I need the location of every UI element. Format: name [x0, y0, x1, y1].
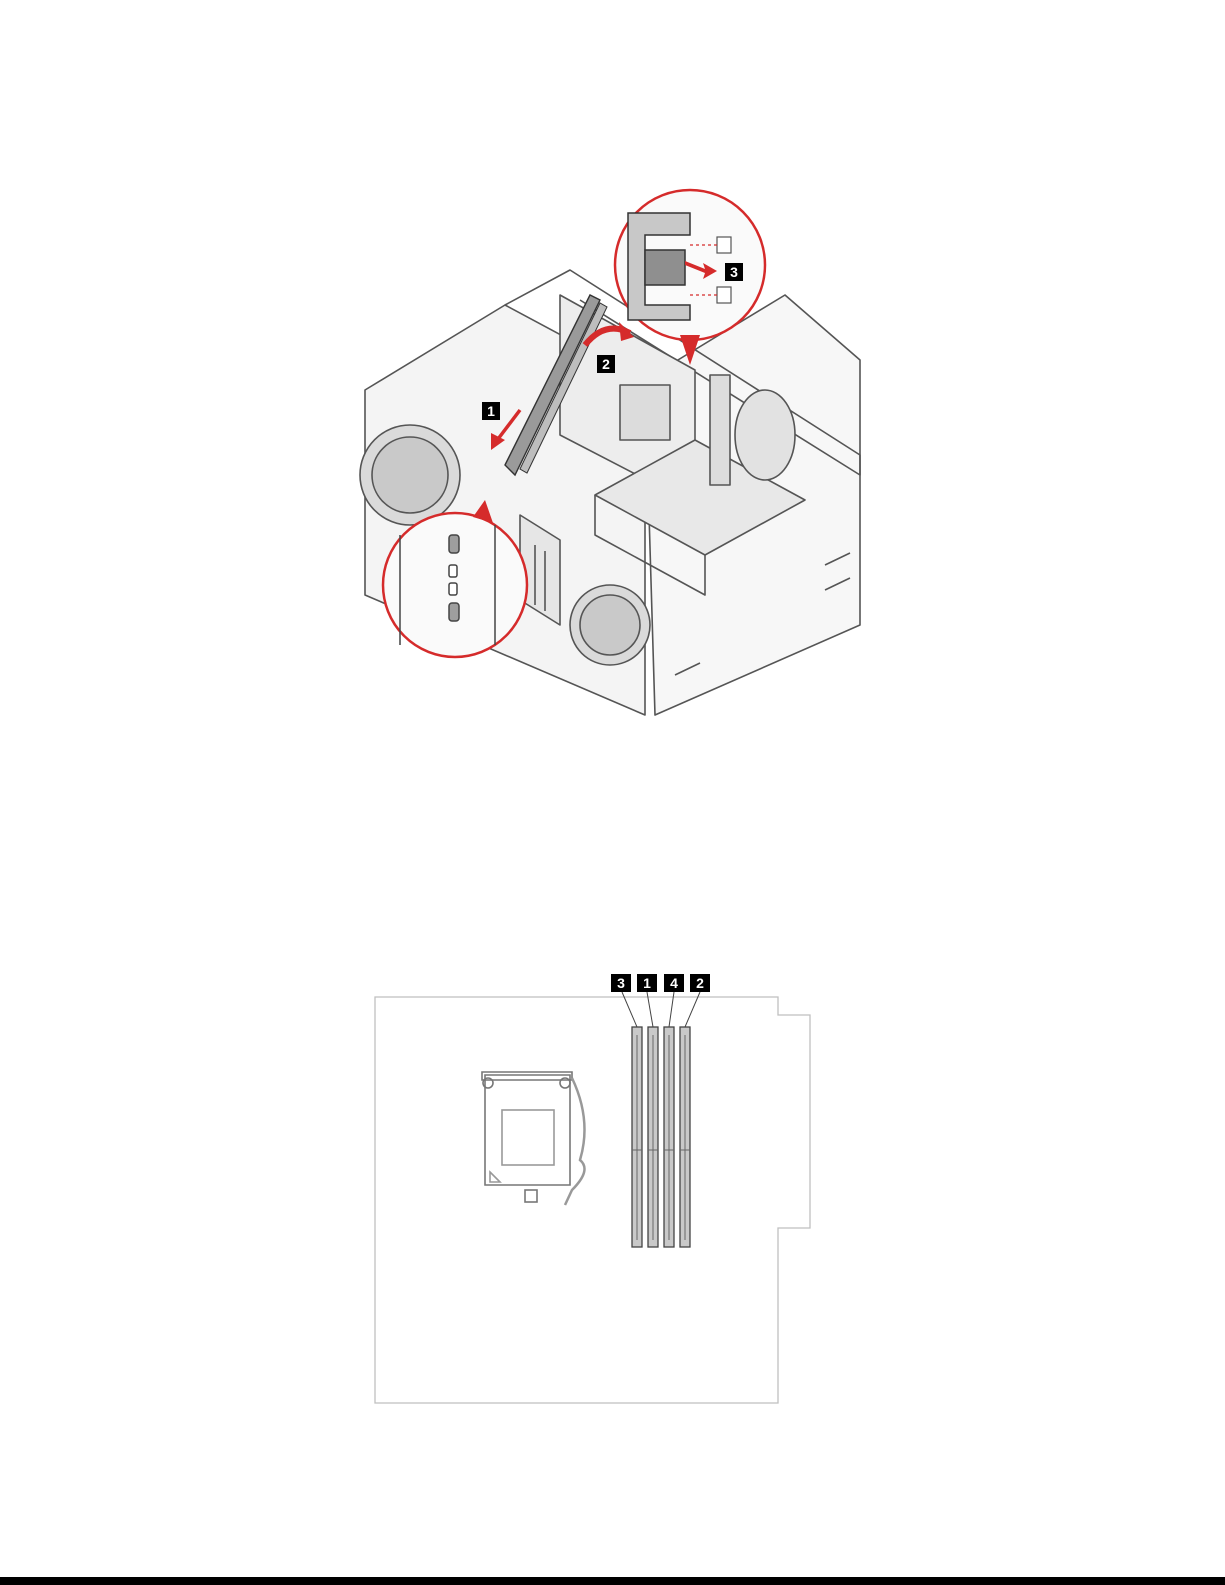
slot-badge-4: 4: [664, 974, 684, 992]
callout-label-1: 1: [487, 403, 495, 419]
slot-label-4: 4: [670, 975, 678, 991]
system-board-illustration: 3 1 4 2: [360, 960, 830, 1420]
callout-label-2: 2: [602, 356, 610, 372]
slot-label-1: 1: [643, 975, 651, 991]
system-board-drawing: 3 1 4 2: [360, 960, 830, 1420]
chassis-illustration: 1 2 3: [345, 175, 875, 715]
page-bottom-rule: [0, 1577, 1225, 1585]
chassis-drawing: 1 2 3: [345, 175, 875, 715]
slot-badge-1: 1: [637, 974, 657, 992]
slot-badge-2: 2: [690, 974, 710, 992]
slot-label-2: 2: [696, 975, 704, 991]
callout-badge-3: 3: [725, 263, 743, 281]
callout-label-3: 3: [730, 264, 738, 280]
callout-badge-1: 1: [482, 402, 500, 420]
slot-label-3: 3: [617, 975, 625, 991]
slot-badge-3: 3: [611, 974, 631, 992]
callout-badge-2: 2: [597, 355, 615, 373]
